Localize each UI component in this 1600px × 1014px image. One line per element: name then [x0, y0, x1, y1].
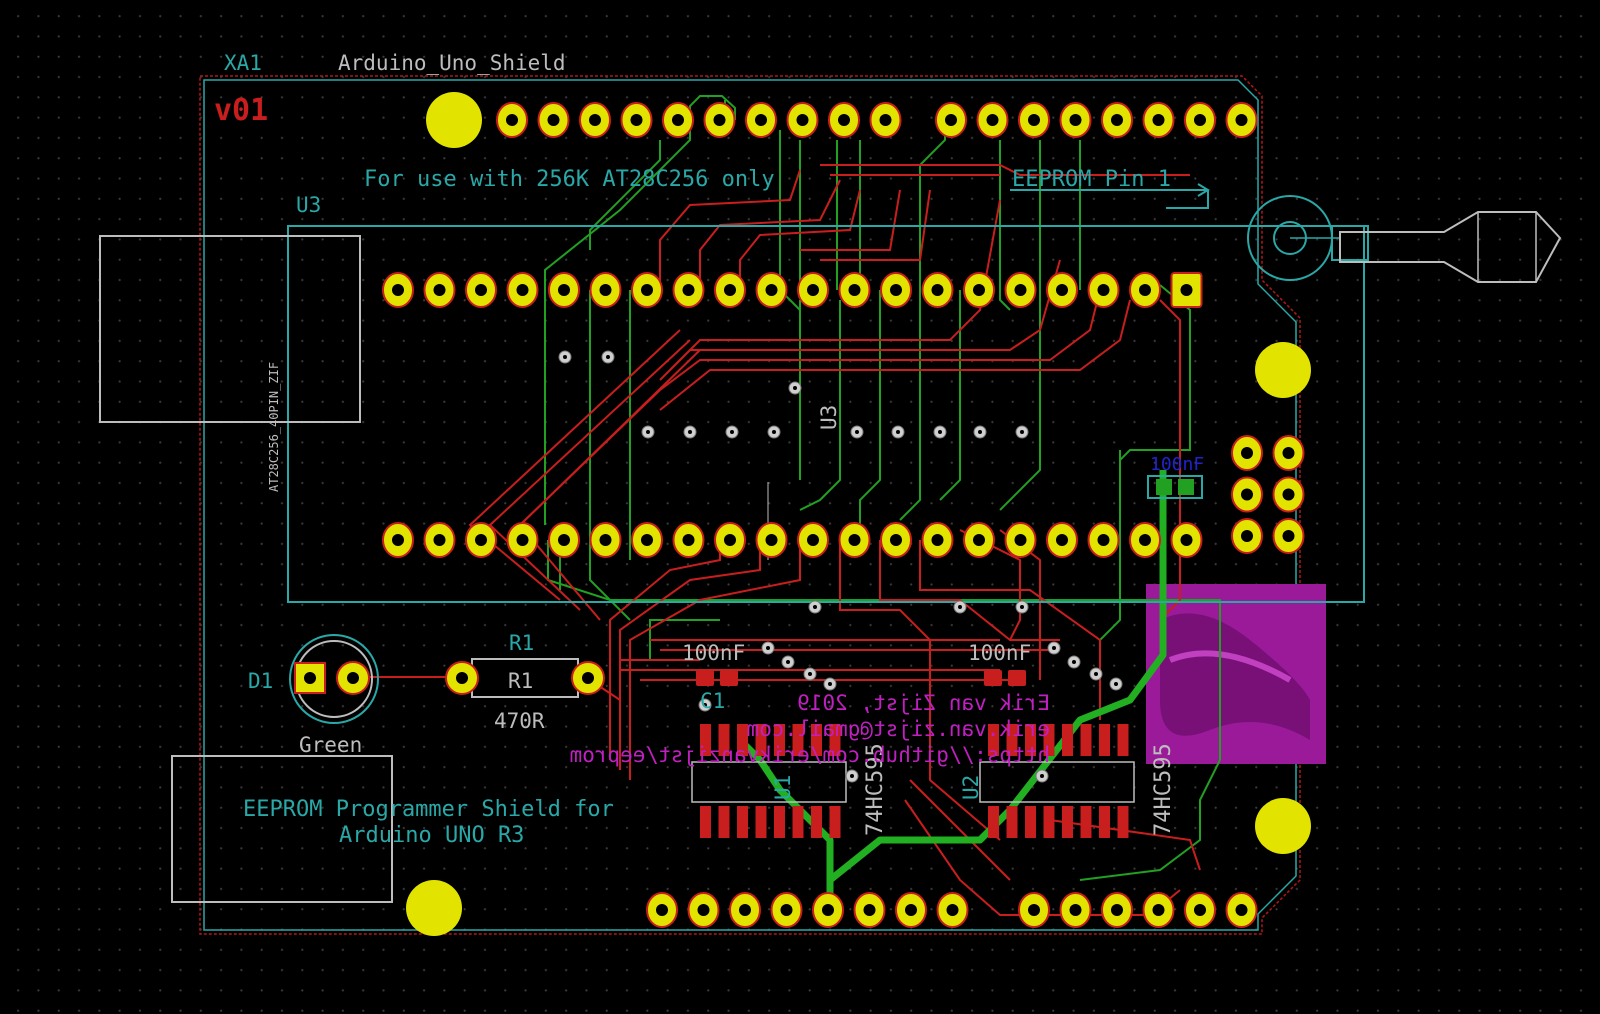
cap-c3-value: 100nF	[1150, 454, 1204, 475]
cap-c3[interactable]	[1147, 475, 1203, 499]
u2-pad[interactable]	[988, 724, 999, 756]
u1-pad[interactable]	[700, 724, 711, 756]
u2-pad[interactable]	[988, 806, 999, 838]
u1-pad[interactable]	[829, 806, 841, 838]
board-footprint-name: Arduino_Uno_Shield	[338, 51, 566, 75]
back-silk-line1: Erik van Zijst, 2019	[797, 691, 1050, 715]
u2-value: 74HC595	[1151, 743, 1176, 836]
socket-ref-top: U3	[296, 193, 321, 217]
u1-pad[interactable]	[755, 806, 767, 838]
c1-pad[interactable]	[720, 670, 738, 686]
u2-pad[interactable]	[1062, 806, 1073, 838]
u1-pad[interactable]	[774, 806, 785, 838]
u2-pad[interactable]	[1043, 806, 1055, 838]
board-ref: XA1	[224, 51, 262, 75]
led-d1[interactable]	[289, 634, 379, 724]
resistor-ref: R1	[509, 631, 534, 655]
u2-pad[interactable]	[1080, 806, 1092, 838]
silk-texts: XA1 Arduino_Uno_Shield v01 For use with …	[214, 51, 1204, 848]
u1-pad[interactable]	[774, 724, 785, 756]
u1-pad[interactable]	[700, 806, 711, 838]
u1-pad[interactable]	[718, 724, 730, 756]
u2-pad[interactable]	[1117, 806, 1129, 838]
board-note: For use with 256K AT28C256 only	[364, 167, 775, 192]
socket-ref-center: U3	[817, 405, 841, 430]
u1-value: 74HC595	[863, 743, 888, 836]
back-silk-logo	[1146, 584, 1326, 764]
u1-pad[interactable]	[737, 806, 748, 838]
u1-pad[interactable]	[811, 806, 822, 838]
board-logo-text: v01	[214, 93, 268, 128]
pin1-label: EEPROM Pin 1	[1012, 167, 1171, 192]
title-line2: Arduino UNO R3	[339, 823, 524, 848]
resistor-value: 470R	[494, 709, 545, 733]
cap-c1-ref: C1	[700, 689, 725, 713]
u2-pad[interactable]	[1080, 724, 1092, 756]
resistor-r1[interactable]	[445, 658, 605, 698]
u1-pad[interactable]	[792, 806, 804, 838]
u2-ref: U2	[959, 775, 983, 800]
title-line1: EEPROM Programmer Shield for	[243, 797, 614, 822]
u2-pad[interactable]	[1025, 806, 1036, 838]
c1-pad[interactable]	[696, 670, 714, 686]
cap-c1-value: 100nF	[682, 641, 745, 665]
u2-pad[interactable]	[1062, 724, 1073, 756]
u2-pad[interactable]	[1006, 806, 1018, 838]
u2-pad[interactable]	[1117, 724, 1129, 756]
cap-c2-value: 100nF	[968, 641, 1031, 665]
u1-pad[interactable]	[792, 724, 804, 756]
u2-pad[interactable]	[1099, 724, 1110, 756]
u1-pad[interactable]	[718, 806, 730, 838]
c2-pad[interactable]	[984, 670, 1002, 686]
u1-pad[interactable]	[737, 724, 748, 756]
zif-socket-outline	[99, 183, 1562, 603]
u2-pad[interactable]	[1006, 724, 1018, 756]
c2-pad[interactable]	[1008, 670, 1026, 686]
back-silk-line2: erik.van.zijst@gmail.com	[747, 717, 1050, 741]
mounting-holes	[406, 92, 1311, 936]
back-silk-line3: https://github.com/erikvanzijst/eeprom	[570, 743, 1050, 767]
back-copper-traces	[544, 95, 1221, 881]
u2-pad[interactable]	[1025, 724, 1036, 756]
u1-pad[interactable]	[829, 724, 841, 756]
socket-footprint-name: AT28C256_40PIN_ZIF	[267, 362, 281, 492]
vias	[558, 350, 1123, 783]
u2-pad[interactable]	[1099, 806, 1110, 838]
resistor-ref-silk: R1	[508, 669, 533, 693]
through-hole-pads	[382, 102, 1305, 928]
u1-ref: U1	[771, 775, 795, 800]
u1-pad[interactable]	[755, 724, 767, 756]
led-ref: D1	[248, 669, 273, 693]
ic-pad-groups	[691, 670, 1135, 838]
u1-pad[interactable]	[811, 724, 822, 756]
front-copper-traces	[370, 164, 1201, 916]
led-value: Green	[299, 733, 362, 757]
u2-pad[interactable]	[1043, 724, 1055, 756]
title-block-box	[171, 755, 393, 903]
